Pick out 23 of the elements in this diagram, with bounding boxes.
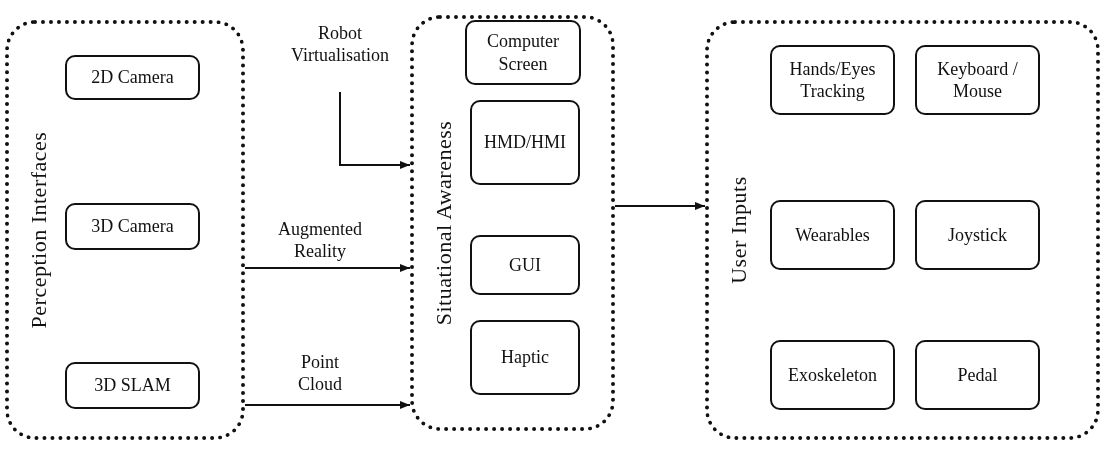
rounded-box: 3D SLAM <box>65 362 200 409</box>
dotted-group-frame <box>705 20 1100 440</box>
rounded-box: Joystick <box>915 200 1040 270</box>
rounded-box: Exoskeleton <box>770 340 895 410</box>
arrow <box>244 401 411 409</box>
arrow <box>339 91 411 169</box>
rounded-box: Wearables <box>770 200 895 270</box>
rounded-box: 2D Camera <box>65 55 200 100</box>
rounded-box: Hands/Eyes Tracking <box>770 45 895 115</box>
rounded-box: GUI <box>470 235 580 295</box>
rounded-box: HMD/HMI <box>470 100 580 185</box>
dotted-group-frame <box>5 20 245 440</box>
group-title: Perception Interfaces <box>26 131 52 329</box>
dotted-group-frame <box>410 15 615 431</box>
arrow <box>614 202 706 210</box>
rounded-box: Computer Screen <box>465 20 581 85</box>
arrow <box>244 264 411 272</box>
rounded-box: Keyboard / Mouse <box>915 45 1040 115</box>
rounded-box: Pedal <box>915 340 1040 410</box>
group-title: User Inputs <box>726 176 752 284</box>
rounded-box: Haptic <box>470 320 580 395</box>
group-title: Situational Awareness <box>431 120 457 326</box>
rounded-box: 3D Camera <box>65 203 200 250</box>
